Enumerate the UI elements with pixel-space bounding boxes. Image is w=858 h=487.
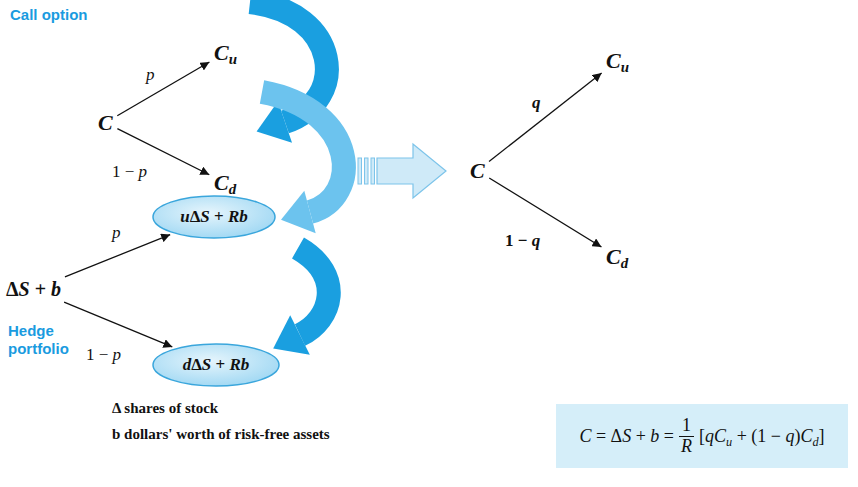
math-letter: d: [183, 355, 192, 374]
math-letter: C: [606, 48, 621, 73]
tree-branch: [64, 302, 172, 347]
math-letter: C: [606, 244, 621, 269]
math-letter: d: [229, 181, 236, 197]
tree-value: C: [98, 110, 113, 135]
branch-probability: 1 − p: [110, 163, 149, 182]
tree-value: Cd: [214, 170, 236, 195]
branch-probability: p: [144, 66, 157, 85]
tree-value: ΔS + b: [6, 278, 61, 301]
tree-node: ΔS + b: [4, 278, 63, 301]
tree-value: Cu: [606, 48, 629, 73]
math-letter: q: [532, 231, 541, 250]
math-letter: q: [785, 426, 794, 446]
math-letter: C: [579, 426, 591, 446]
branch-probability: 1 − q: [503, 232, 542, 251]
math-letter: p: [112, 223, 121, 242]
math-letter: b: [241, 355, 250, 374]
tree-value: Cu: [214, 40, 237, 65]
branch-probability: 1 − p: [84, 346, 123, 365]
fraction: 1R: [679, 416, 694, 457]
portfolio-ellipse: uΔS + Rb: [152, 195, 276, 239]
tree-node: Cu: [212, 40, 239, 65]
math-letter: d: [812, 434, 818, 448]
section-title: Call option: [10, 6, 120, 24]
math-letter: C: [214, 40, 229, 65]
math-letter: R: [228, 207, 239, 226]
tree-node: Cd: [212, 170, 238, 195]
equivalence-bar: [365, 158, 369, 184]
math-letter: p: [113, 345, 122, 364]
math-letter: p: [146, 65, 155, 84]
formula-box: C = ΔS + b =1R[qCu + (1 − q)Cd]: [556, 404, 848, 468]
formula-text: 1: [682, 416, 691, 436]
tree-branch: [489, 73, 602, 161]
subscript: u: [229, 51, 237, 67]
legend-note: Δ shares of stock: [112, 400, 218, 417]
math-letter: C: [98, 110, 113, 135]
math-letter: b: [51, 278, 61, 300]
legend-note: b dollars' worth of risk-free assets: [112, 426, 330, 443]
math-letter: C: [214, 170, 229, 195]
formula-text: C = ΔS + b =: [579, 426, 674, 447]
math-letter: C: [470, 158, 485, 183]
math-letter: b: [239, 207, 248, 226]
math-letter: d: [621, 255, 628, 271]
tree-branch: [117, 62, 209, 116]
ellipse-shape: [153, 196, 275, 238]
subscript: d: [812, 434, 818, 448]
curved-arrow-body: [298, 248, 329, 335]
formula-text: [qCu + (1 − q)Cd]: [699, 426, 825, 447]
curved-arrow-head: [273, 315, 310, 354]
math-letter: S: [202, 355, 211, 374]
portfolio-ellipse: dΔS + Rb: [152, 343, 280, 387]
subscript: u: [726, 434, 732, 448]
equivalence-bar: [358, 158, 362, 184]
math-letter: S: [622, 426, 631, 446]
math-letter: q: [532, 93, 541, 112]
math-letter: u: [229, 51, 237, 67]
math-letter: p: [139, 162, 148, 181]
tree-node: Cd: [604, 244, 630, 269]
portfolio-value: uΔS + Rb: [180, 207, 248, 227]
math-letter: S: [19, 278, 30, 300]
branch-probability: q: [530, 94, 543, 113]
equivalence-bar: [371, 158, 375, 184]
math-letter: b: [650, 426, 659, 446]
math-letter: C: [800, 426, 812, 446]
math-letter: R: [229, 355, 240, 374]
math-letter: u: [180, 207, 189, 226]
tree-node: C: [468, 158, 487, 183]
subscript: d: [229, 181, 236, 197]
subscript: u: [621, 59, 629, 75]
math-letter: C: [714, 426, 726, 446]
section-title: Hedge portfolio: [8, 322, 86, 358]
tree-value: C: [470, 158, 485, 183]
tree-node: Cu: [604, 48, 631, 73]
tree-node: C: [96, 110, 115, 135]
portfolio-value: dΔS + Rb: [183, 355, 250, 375]
subscript: d: [621, 255, 628, 271]
math-letter: q: [705, 426, 714, 446]
curved-arrow-head: [281, 191, 316, 234]
branch-probability: p: [110, 224, 123, 243]
math-letter: u: [621, 59, 629, 75]
ellipse-shape: [153, 344, 279, 386]
formula-text: R: [679, 436, 694, 457]
math-letter: S: [200, 207, 209, 226]
math-letter: u: [726, 434, 732, 448]
equivalence-arrow: [377, 144, 446, 198]
math-letter: R: [681, 436, 692, 456]
tree-value: Cd: [606, 244, 628, 269]
